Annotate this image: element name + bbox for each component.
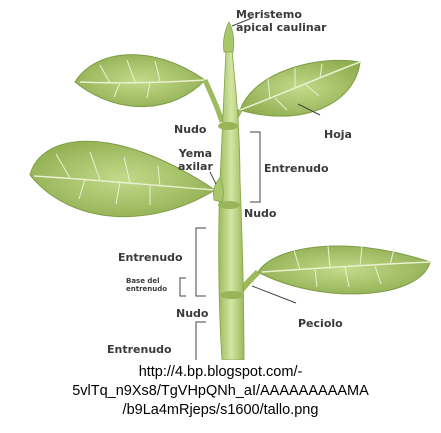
label-nudo-mid: Nudo — [244, 207, 276, 220]
image-source-caption: http://4.bp.blogspot.com/- 5vlTq_n9Xs8/T… — [0, 363, 441, 420]
caption-line-3: /b9La4mRjeps/s1600/tallo.png — [0, 401, 441, 420]
label-entrenudo-mid: Entrenudo — [118, 251, 183, 264]
leaf-lower-right — [258, 246, 430, 294]
pointer-peciolo — [252, 286, 296, 303]
pointer-yema — [210, 172, 216, 184]
label-nudo-top: Nudo — [174, 123, 206, 136]
bracket-entrenudo-mid — [196, 228, 206, 296]
label-entrenudo-bottom: Entrenudo — [107, 343, 172, 356]
node-top — [218, 122, 238, 130]
caption-line-2: 5vlTq_n9Xs8/TgVHpQNh_aI/AAAAAAAAAMA — [0, 382, 441, 401]
label-yema: Yemaaxilar — [178, 147, 213, 173]
bracket-entrenudo-bottom — [196, 322, 206, 360]
label-nudo-low: Nudo — [176, 307, 208, 320]
label-hoja: Hoja — [324, 128, 352, 141]
label-entrenudo-upper: Entrenudo — [264, 162, 329, 175]
plant-stem-diagram — [0, 0, 441, 360]
apical-meristem — [223, 22, 233, 52]
label-meristemo: Meristemoapical caulinar — [236, 8, 327, 34]
bracket-entrenudo-upper — [250, 132, 260, 202]
caption-line-1: http://4.bp.blogspot.com/- — [0, 363, 441, 382]
petiole-upper-left — [205, 80, 222, 122]
bracket-base — [180, 278, 186, 296]
label-base: Base delentrenudo — [126, 277, 167, 293]
label-peciolo: Peciolo — [298, 317, 343, 330]
leaf-upper-right — [240, 60, 360, 116]
leaf-upper-left — [75, 55, 205, 107]
node-low — [220, 291, 244, 299]
